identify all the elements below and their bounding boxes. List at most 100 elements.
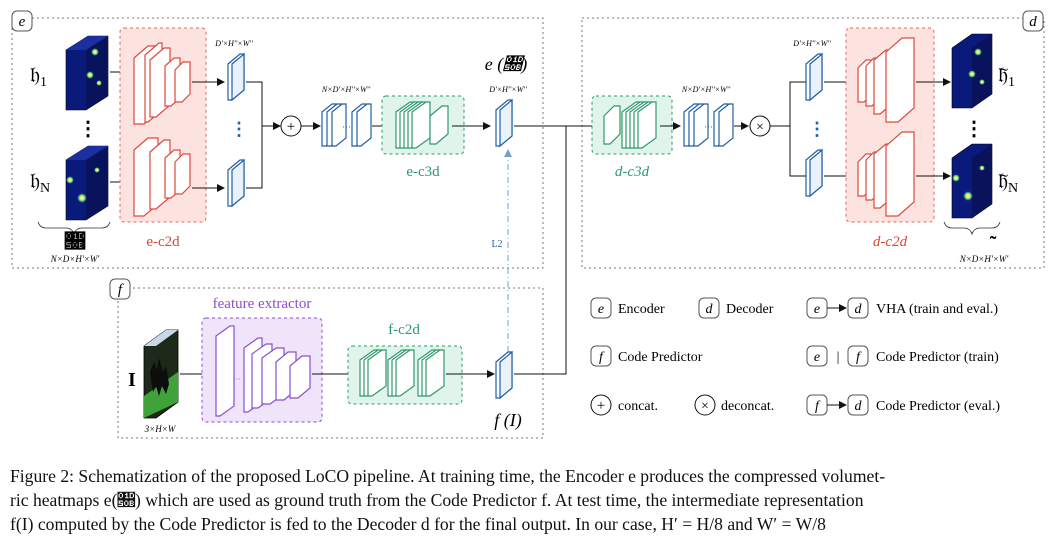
f-c2d-layers — [359, 349, 445, 397]
d-c2d-label: d-c2d — [873, 234, 908, 250]
svg-text:f: f — [815, 399, 821, 414]
f-code-tensor — [495, 350, 513, 400]
input-heatmap-1 — [65, 35, 109, 111]
svg-text:d: d — [855, 302, 863, 317]
f-c2d-label: f-c2d — [388, 322, 420, 338]
legend-concat: + concat. — [590, 394, 658, 416]
predictor-panel-border — [117, 287, 544, 439]
input-stack-dims: N×D×H'×W' — [50, 254, 101, 264]
d-concat-dims: N×D'×H''×W'' — [681, 85, 731, 94]
encoder-panel-label: e — [19, 14, 26, 30]
e-concat-stack — [321, 103, 372, 147]
decoder-panel-label: d — [1029, 14, 1037, 30]
svg-text:concat.: concat. — [618, 399, 658, 414]
output-dots: ⋮ — [964, 118, 984, 140]
input-image — [143, 329, 179, 419]
d-c2d-layers-top — [857, 37, 915, 123]
e-c2d-label: e-c2d — [146, 234, 180, 250]
fi-to-decoder-line — [514, 126, 567, 375]
legend-encoder: e Encoder — [590, 297, 665, 319]
feature-extractor-layers — [215, 325, 311, 417]
svg-text:Code Predictor (train): Code Predictor (train) — [876, 350, 999, 365]
legend-deconcat: × deconcat. — [694, 394, 774, 416]
d-c2d-layers-bottom — [857, 131, 915, 217]
e-frame-code-bottom — [227, 158, 245, 208]
svg-text:f: f — [856, 350, 862, 365]
d-split-bracket — [789, 81, 806, 177]
encoder-panel-badge — [11, 10, 33, 32]
svg-text:Code Predictor: Code Predictor — [618, 350, 703, 365]
legend: e Encoder d Decoder e d VHA (train and e… — [590, 297, 1000, 416]
e-c2d-layers-top — [133, 42, 191, 125]
e-code-label: e (𝔋) — [485, 54, 527, 75]
input-stack-symbol: 𝔋 — [64, 231, 86, 253]
legend-vha: e d VHA (train and eval.) — [806, 297, 998, 319]
svg-text:f: f — [599, 350, 605, 365]
d-c3d-layers — [603, 101, 657, 149]
input-dots: ⋮ — [78, 118, 98, 140]
svg-text:e: e — [598, 302, 604, 317]
pipeline-figure: e d f 𝔥1 ⋮ 𝔥N 𝔋 N×D×H'×W' e-c2d — [11, 10, 1045, 439]
e-concat-ellipsis: ··· — [342, 122, 351, 132]
svg-text:×: × — [756, 120, 764, 135]
input-h1-symbol: 𝔥1 — [30, 62, 47, 90]
svg-text:+: + — [287, 119, 295, 135]
e-concat-dims: N×D'×H''×W'' — [321, 85, 371, 94]
image-dims: 3×H×W — [144, 424, 177, 434]
caption-line-1: Figure 2: Schematization of the proposed… — [10, 466, 886, 486]
input-heatmap-n — [65, 145, 109, 221]
legend-code-predictor-eval: f d Code Predictor (eval.) — [806, 394, 1000, 416]
svg-text:Decoder: Decoder — [726, 302, 774, 317]
output-heatmap-1 — [951, 33, 993, 109]
e-concat-bracket — [246, 81, 263, 189]
e-c3d-label: e-c3d — [406, 164, 440, 180]
output-heatmap-n — [951, 143, 993, 219]
encoder-panel-border — [11, 17, 544, 269]
predictor-panel: f — [109, 278, 544, 439]
e-c2d-layers-bottom — [133, 137, 191, 217]
f-code-label: f (I) — [494, 410, 521, 431]
legend-code-predictor-train: e | f Code Predictor (train) — [806, 345, 999, 367]
legend-decoder: d Decoder — [698, 297, 774, 319]
d-frame-code-top — [805, 52, 823, 102]
e-c3d-layers — [395, 101, 449, 149]
e-code-tensor — [495, 98, 513, 148]
output-stack-dims: N×D×H'×W' — [959, 254, 1010, 264]
feature-extractor-label: feature extractor — [213, 296, 312, 312]
caption-line-3: f(I) computed by the Code Predictor is f… — [10, 514, 826, 534]
e-code-out-dims: D'×H''×W'' — [488, 85, 527, 94]
svg-text:e: e — [814, 350, 820, 365]
e-frame-code-top — [227, 52, 245, 102]
legend-code-predictor: f Code Predictor — [590, 345, 703, 367]
d-frame-code-bottom — [805, 148, 823, 198]
concat-op: + — [280, 115, 302, 137]
deconcat-op: × — [749, 115, 771, 137]
l2-label: L2 — [491, 239, 502, 250]
svg-text:Code Predictor (eval.): Code Predictor (eval.) — [876, 399, 1000, 414]
input-hn-symbol: 𝔥N — [30, 168, 50, 196]
d-concat-stack — [683, 103, 734, 147]
predictor-panel-badge — [109, 278, 131, 300]
output-stack-symbol: 𝔋̃ — [974, 233, 997, 255]
encoder-panel: e — [11, 10, 544, 269]
svg-text:deconcat.: deconcat. — [721, 399, 774, 414]
svg-text:|: | — [837, 350, 840, 365]
feature-extractor-ellipsis: ··· — [233, 375, 241, 384]
d-code-dots: ⋮ — [808, 119, 826, 139]
decoder-panel: d — [581, 10, 1045, 269]
d-c3d-label: d-c3d — [615, 164, 650, 180]
decoder-panel-badge — [1022, 10, 1044, 32]
predictor-panel-label: f — [118, 282, 124, 298]
svg-text:e: e — [814, 302, 820, 317]
e-code-dims: D'×H''×W'' — [214, 39, 253, 48]
svg-text:Encoder: Encoder — [618, 302, 665, 317]
image-label: I — [128, 369, 136, 391]
figure-caption: Figure 2: Schematization of the proposed… — [10, 464, 1050, 536]
d-code-dims: D'×H''×W'' — [792, 39, 831, 48]
caption-line-2: ric heatmaps e(𝔋) which are used as grou… — [10, 490, 864, 510]
input-brace — [37, 221, 111, 236]
svg-text:d: d — [706, 302, 714, 317]
svg-text:VHA (train and eval.): VHA (train and eval.) — [876, 302, 998, 317]
decoder-panel-border — [581, 17, 1045, 269]
svg-text:×: × — [701, 399, 709, 414]
